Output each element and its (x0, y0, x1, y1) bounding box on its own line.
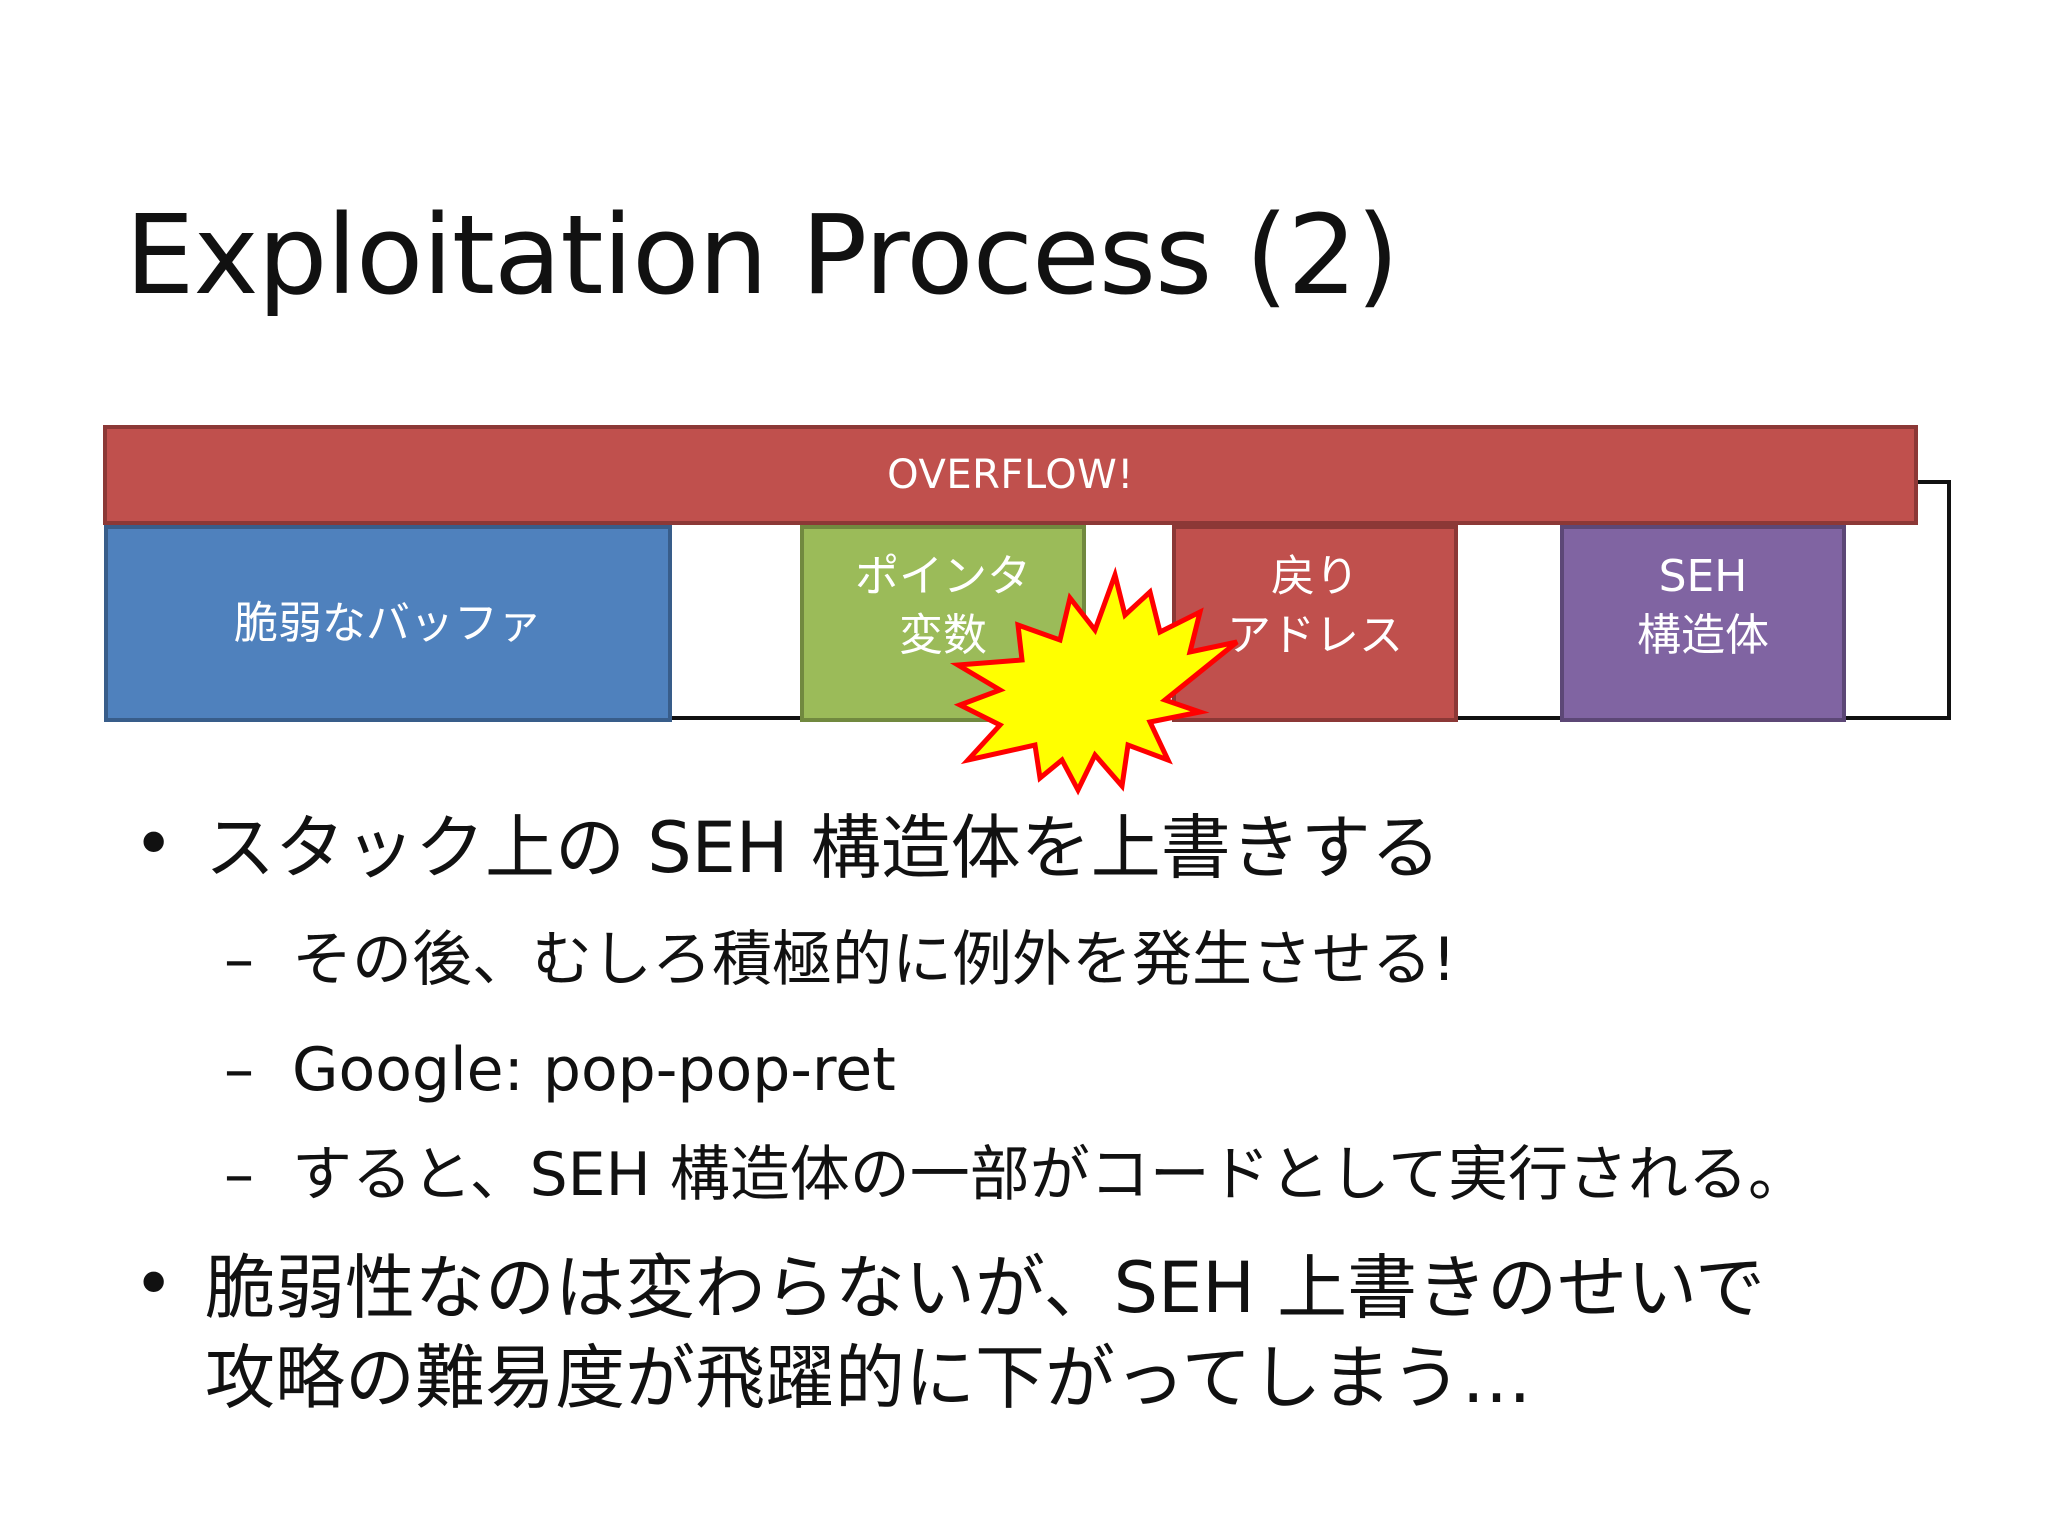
sub-bullet-marker: – (224, 1140, 254, 1210)
sub-bullet-item: – Google: pop-pop-ret (224, 1033, 896, 1108)
bullet-item: • スタック上の SEH 構造体を上書きする (133, 803, 1441, 893)
bullet-marker: • (133, 803, 175, 885)
pointer-variable-block: ポインタ 変数 (800, 525, 1086, 722)
return-address-block: 戻り アドレス (1172, 525, 1458, 722)
bullet-text: 脆弱性なのは変わらないが、SEH 上書きのせいで (205, 1247, 1766, 1329)
pointer-variable-label-line2: 変数 (899, 610, 987, 662)
sub-bullet-text: Google: pop-pop-ret (292, 1035, 896, 1105)
sub-bullet-marker: – (224, 1035, 254, 1105)
vulnerable-buffer-block: 脆弱なバッファ (104, 525, 672, 722)
slide-title: Exploitation Process (2) (125, 190, 1399, 319)
return-address-label-line2: アドレス (1227, 610, 1403, 662)
stack-diagram: 脆弱なバッファ ポインタ 変数 戻り アドレス SEH 構造体 OVERFLOW… (103, 425, 1951, 796)
overflow-label: OVERFLOW! (887, 452, 1134, 498)
return-address-label-line1: 戻り (1271, 551, 1359, 602)
seh-structure-label-line1: SEH (1658, 551, 1748, 602)
bullet-item: • 脆弱性なのは変わらないが、SEH 上書きのせいで (133, 1243, 1766, 1333)
sub-bullet-item: – すると、SEH 構造体の一部がコードとして実行される。 (224, 1138, 1808, 1213)
vulnerable-buffer-label: 脆弱なバッファ (234, 597, 542, 649)
bullet-continuation: 攻略の難易度が飛躍的に下がってしまう… (205, 1335, 1532, 1423)
seh-structure-label-line2: 構造体 (1637, 610, 1769, 662)
sub-bullet-text: その後、むしろ積極的に例外を発生させる! (292, 925, 1457, 995)
sub-bullet-item: – その後、むしろ積極的に例外を発生させる! (224, 923, 1457, 998)
sub-bullet-text: すると、SEH 構造体の一部がコードとして実行される。 (292, 1140, 1808, 1210)
pointer-variable-label-line1: ポインタ (855, 551, 1031, 602)
bullet-marker: • (133, 1243, 175, 1325)
overflow-bar: OVERFLOW! (103, 425, 1918, 525)
seh-structure-block: SEH 構造体 (1560, 525, 1846, 722)
bullet-text: スタック上の SEH 構造体を上書きする (205, 807, 1441, 889)
sub-bullet-marker: – (224, 925, 254, 995)
bullet-text: 攻略の難易度が飛躍的に下がってしまう… (205, 1337, 1532, 1419)
